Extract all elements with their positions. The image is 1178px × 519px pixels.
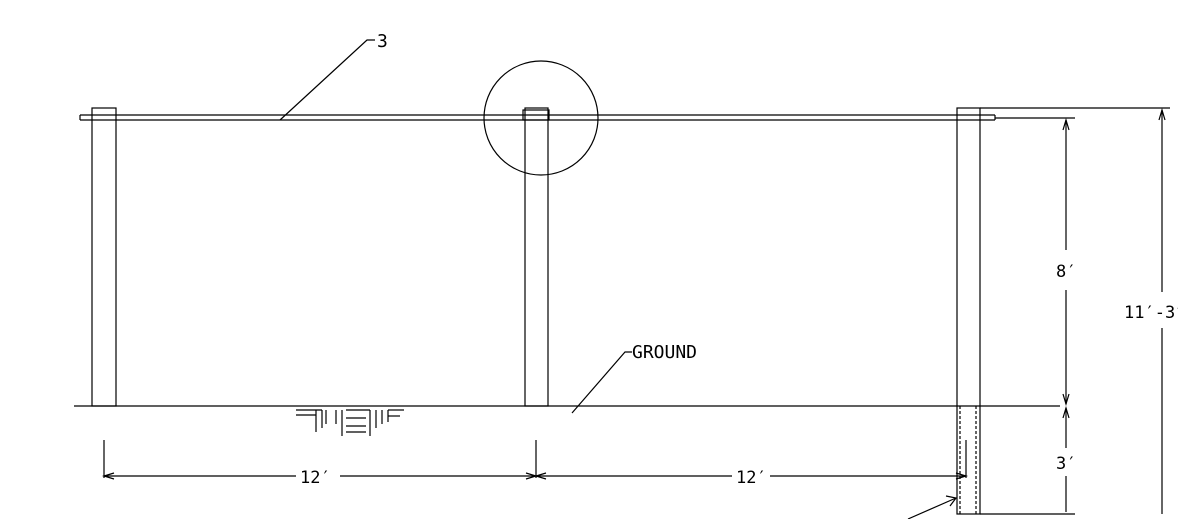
top-rail bbox=[79, 114, 996, 121]
callout-leader-3 bbox=[279, 39, 375, 121]
rail-bracket bbox=[522, 109, 550, 121]
post-embedded-section bbox=[959, 406, 977, 514]
dimension-label-3ft: 3′ bbox=[1056, 454, 1076, 474]
ground-label: GROUND bbox=[632, 342, 697, 363]
dimension-label-right-12ft: 12′ bbox=[736, 468, 767, 488]
detail-callout-circle bbox=[483, 60, 599, 176]
footing-leader-arrow bbox=[945, 495, 958, 507]
dimension-total-height bbox=[980, 107, 1170, 514]
callout-number-3: 3 bbox=[377, 31, 388, 52]
ground-symbol bbox=[296, 409, 404, 436]
dimension-label-total: 11′-3″ bbox=[1124, 303, 1178, 323]
dimension-right-span bbox=[525, 440, 969, 480]
fence-post-left bbox=[91, 107, 117, 407]
dimension-left-span bbox=[101, 440, 535, 480]
footing-leader bbox=[907, 497, 957, 519]
ground-leader bbox=[571, 351, 632, 414]
dimension-label-8ft: 8′ bbox=[1056, 262, 1076, 282]
dimension-height bbox=[980, 117, 1075, 515]
fence-post-right bbox=[956, 107, 981, 515]
dimension-label-left-12ft: 12′ bbox=[300, 468, 331, 488]
fence-post-middle bbox=[524, 107, 549, 407]
